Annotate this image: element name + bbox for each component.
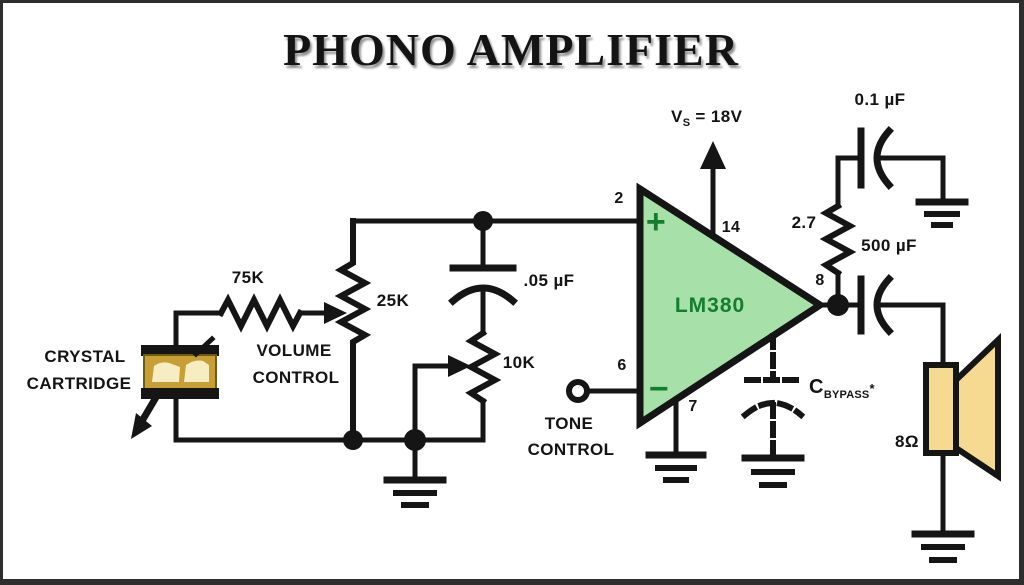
stylus-arrow-icon [131,394,160,439]
capacitor-bypass-icon [740,333,806,458]
speaker-icon [923,333,1001,482]
capacitor-01uf-label: 0.1 µF [854,90,906,109]
ground-speaker-icon [911,450,975,563]
supply-arrow-icon [700,141,726,239]
circuit-drawing [131,126,1001,563]
potentiometer-10k-icon [412,328,502,443]
capacitor-01uf-icon [857,126,946,202]
tone-terminal-icon [566,379,643,403]
supply-value: = 18V [690,106,743,126]
tone-label-line1: TONE [544,414,594,433]
pin-8-label: 8 [815,272,825,289]
resistor-10k-label: 10K [502,353,536,372]
pin-7-label: 7 [688,398,698,415]
opamp-name-label: LM380 [674,294,746,317]
speaker-impedance-label: 8Ω [895,432,919,451]
pin-6-label: 6 [617,357,627,374]
junction-dots [343,211,849,451]
bypass-c: C [809,376,824,398]
tone-label-line2: CONTROL [527,440,615,459]
opamp-plus-sign: + [645,203,667,241]
capacitor-500uf-icon [857,274,946,368]
ground-pin7-icon [645,396,707,483]
resistor-75k-label: 75K [231,268,265,287]
wire-cartridge-top [173,310,224,348]
cartridge-label-line1: CRYSTAL [44,347,126,366]
capacitor-500uf-label: 500 µF [861,236,917,255]
pin-14-label: 14 [721,219,741,236]
cartridge-label-line2: CARTRIDGE [26,374,132,393]
resistor-2.7-icon [819,155,864,308]
wire-ground-bus [173,395,486,443]
ground-bypass-icon [741,454,805,488]
opamp-minus-sign: − [648,370,670,408]
page-title: PHONO AMPLIFIER [283,24,739,75]
capacitor-05uf-label: .05 µF [523,271,575,290]
resistor-25k-label: 25K [376,291,410,310]
supply-v: V [671,106,683,126]
crystal-cartridge-icon [141,335,219,399]
bypass-sub: BYPASS [823,389,870,401]
opamp-lm380-icon [636,182,827,430]
resistor-2.7-label: 2.7 [791,213,817,232]
volume-label-line1: VOLUME [256,341,332,360]
pin-2-label: 2 [614,190,624,207]
resistor-75k-icon [216,293,347,333]
supply-voltage-label: VS = 18V [671,104,742,136]
supply-sub: S [682,117,691,130]
wiper-arrow-25k [324,302,347,324]
ground-snubber-icon [915,198,969,228]
potentiometer-25k-icon [334,218,372,443]
volume-label-line2: CONTROL [252,368,340,387]
wiper-arrow-10k [448,355,471,377]
capacitor-05uf-icon [448,218,518,336]
bypass-cap-label: CBYPASS* [809,374,875,408]
bypass-asterisk: * [869,381,875,396]
